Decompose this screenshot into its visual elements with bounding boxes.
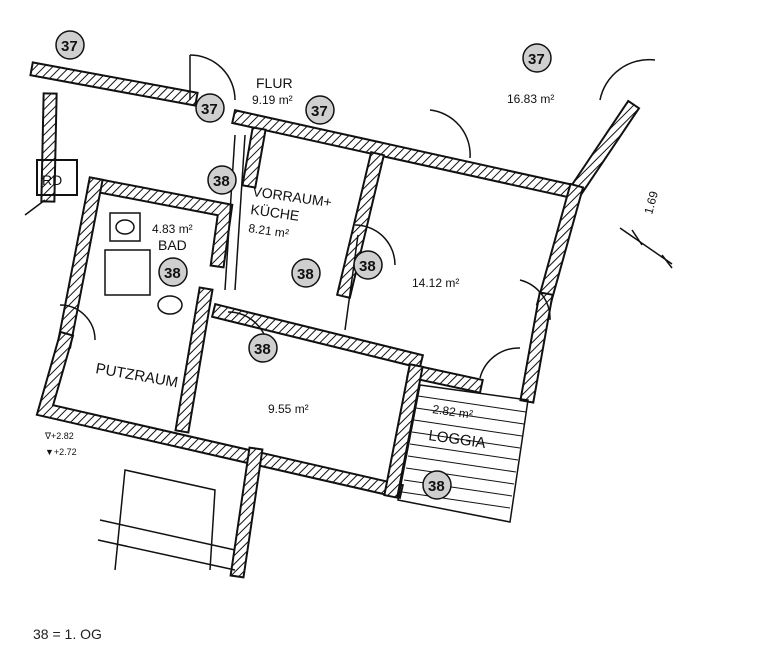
marker-38: 38 <box>353 250 383 280</box>
svg-text:38: 38 <box>164 265 181 282</box>
legend-text: 38 = 1. OG <box>33 626 102 642</box>
svg-text:37: 37 <box>201 101 218 118</box>
marker-37: 37 <box>305 95 335 125</box>
bad-label: BAD <box>158 237 187 253</box>
svg-text:37: 37 <box>528 51 545 68</box>
flur-label: FLUR <box>256 75 293 91</box>
marker-38: 38 <box>422 470 452 500</box>
svg-text:37: 37 <box>61 38 78 55</box>
level-mark-1: ∇+2.82 <box>44 431 74 441</box>
marker-37: 37 <box>55 30 85 60</box>
fixtures <box>24 54 673 571</box>
room-14-area: 14.12 m² <box>412 276 459 290</box>
svg-text:38: 38 <box>359 258 376 275</box>
marker-37: 37 <box>195 93 225 123</box>
kueche-label: KÜCHE <box>250 200 301 224</box>
marker-38: 38 <box>291 258 321 288</box>
rd-label: RD <box>42 172 62 188</box>
level-mark-2: ▼+2.72 <box>45 447 77 457</box>
marker-38: 38 <box>207 165 237 195</box>
rd-box <box>36 159 78 196</box>
svg-text:38: 38 <box>428 478 445 495</box>
room-9-area: 9.55 m² <box>268 402 309 416</box>
room-16-area: 16.83 m² <box>507 92 554 106</box>
loggia-area: 2.82 m² <box>432 402 474 422</box>
svg-text:38: 38 <box>213 173 230 190</box>
marker-37: 37 <box>522 43 552 73</box>
dimension-label: 1.69 <box>641 189 661 215</box>
svg-text:38: 38 <box>254 341 271 358</box>
flur-area: 9.19 m² <box>252 93 293 107</box>
loggia-hatching <box>397 384 529 523</box>
vorraum-area: 8.21 m² <box>248 221 290 241</box>
marker-38: 38 <box>248 333 278 363</box>
bad-area: 4.83 m² <box>152 222 193 236</box>
svg-text:38: 38 <box>297 266 314 283</box>
marker-38: 38 <box>158 257 188 287</box>
svg-text:37: 37 <box>311 103 328 120</box>
